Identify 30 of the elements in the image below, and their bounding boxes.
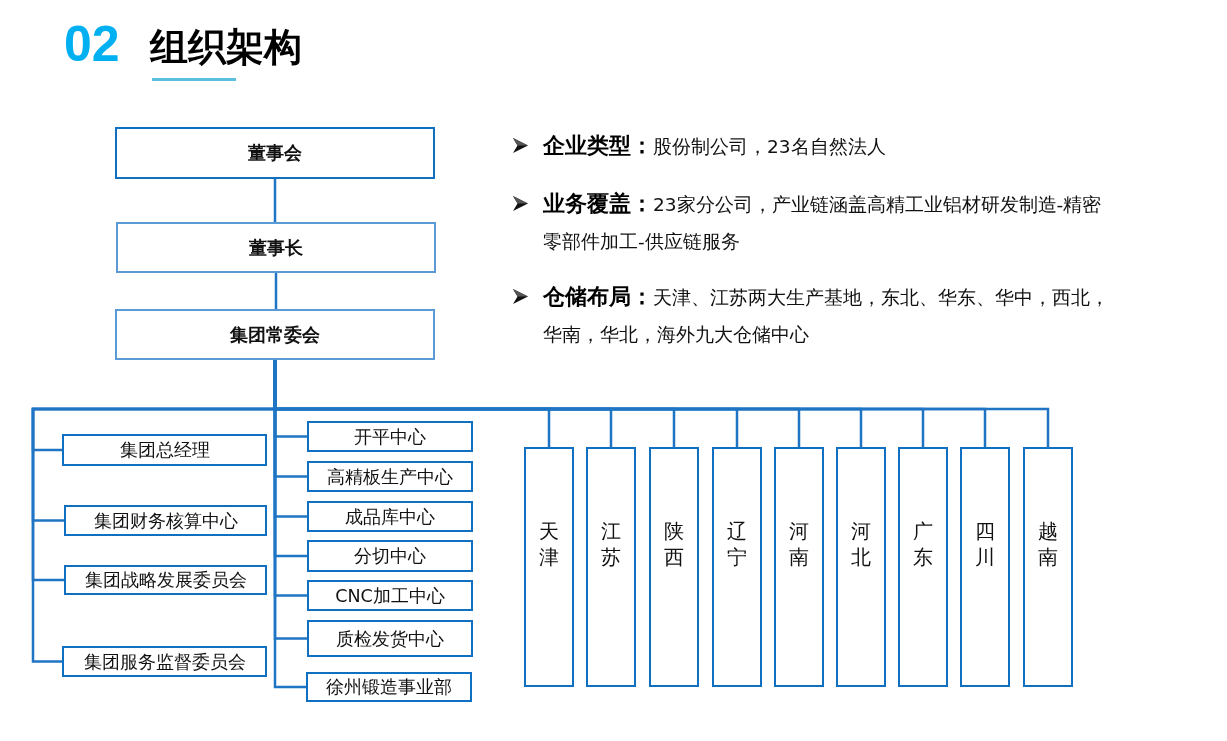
region-box: 越南 [1023,447,1073,687]
region-box: 天津 [524,447,574,687]
department-box: 徐州锻造事业部 [306,672,472,702]
org-box: 董事会 [115,127,435,179]
org-box: 董事长 [116,222,436,273]
department-box: CNC加工中心 [307,580,473,611]
department-box: 集团总经理 [62,434,267,466]
section-number: 02 [64,16,120,72]
org-box: 集团常委会 [115,309,435,360]
connector-line [274,273,278,309]
region-box: 河南 [774,447,824,687]
region-box: 辽宁 [712,447,762,687]
department-box: 质检发货中心 [307,620,473,657]
region-box: 陕西 [649,447,699,687]
department-box: 集团财务核算中心 [64,505,267,536]
department-box: 开平中心 [307,421,473,452]
region-box: 江苏 [586,447,636,687]
region-box: 河北 [836,447,886,687]
department-box: 分切中心 [307,540,473,572]
title: 组织架构 [150,24,302,70]
connector-line [273,179,277,222]
bullet-text: 仓储布局：天津、江苏两大生产基地，东北、华东、华中，西北，华南，华北，海外九大仓储中心 [543,283,1110,347]
region-box: 四川 [960,447,1010,687]
department-box: 集团服务监督委员会 [62,646,267,677]
bullet-text: 业务覆盖：23家分公司，产业链涵盖高精工业铝材研发制造-精密零部件加工-供应链服务 [543,190,1103,254]
bullet-text: 企业类型：股份制公司，23名自然法人 [543,132,887,160]
department-box: 高精板生产中心 [307,461,473,492]
region-box: 广东 [898,447,948,687]
department-box: 集团战略发展委员会 [64,565,267,595]
department-box: 成品库中心 [307,501,473,532]
